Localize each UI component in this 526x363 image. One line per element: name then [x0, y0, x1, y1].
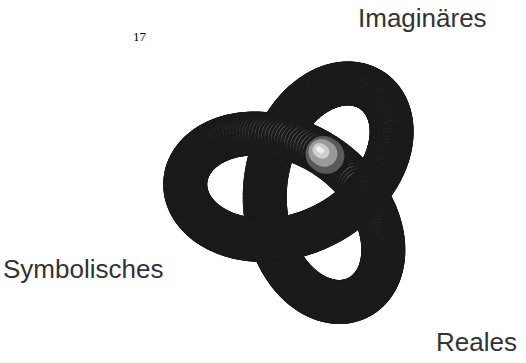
knot-tube [179, 77, 391, 302]
